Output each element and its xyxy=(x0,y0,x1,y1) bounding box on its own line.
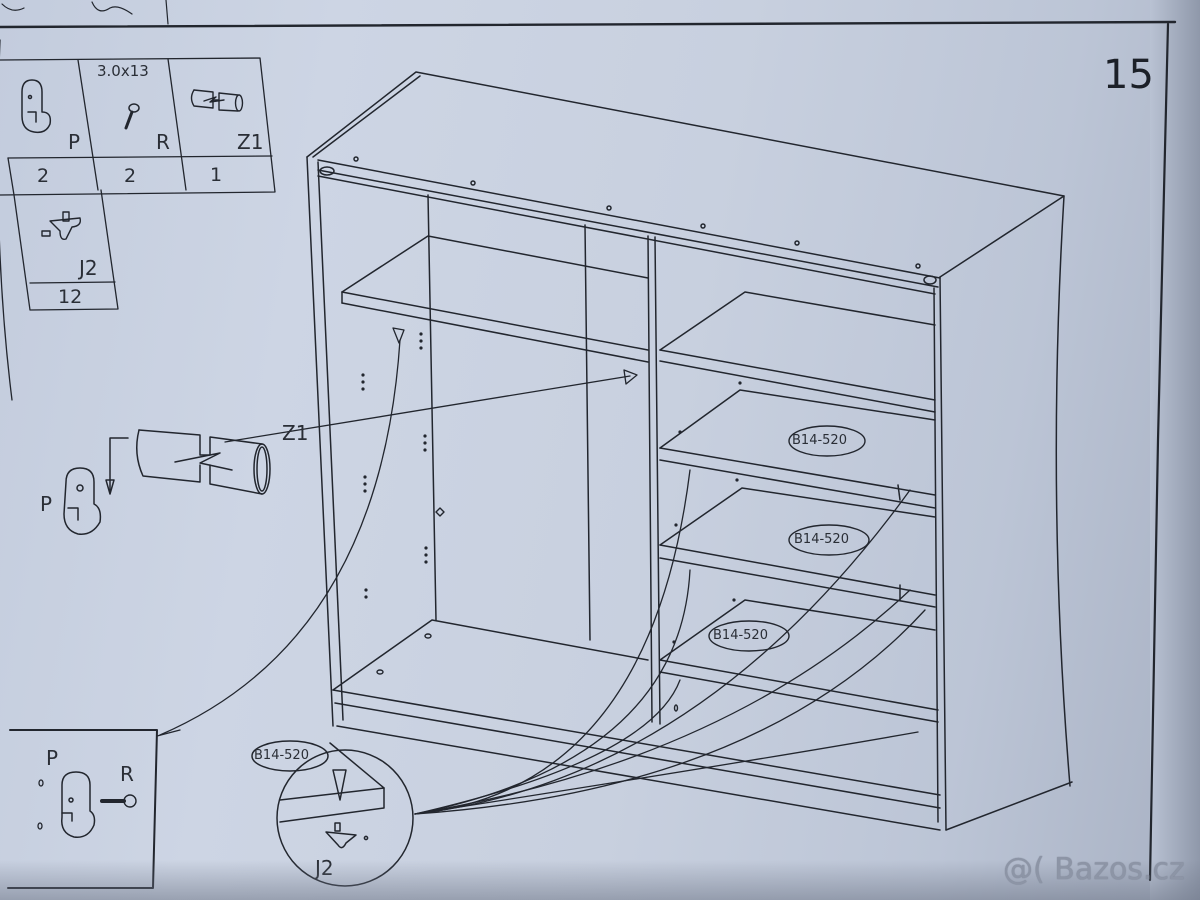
mount-hole xyxy=(38,779,44,787)
mount-hole xyxy=(37,822,43,830)
shelf-tag-3: B14-520 xyxy=(713,628,768,643)
mount-hook-label: P xyxy=(46,746,59,770)
shelf-tag-ellipse xyxy=(788,425,866,457)
shelf-tag-ellipse xyxy=(788,524,870,556)
shelf-tag-2: B14-520 xyxy=(794,532,849,547)
parts-table xyxy=(0,57,276,311)
part-code-p: P xyxy=(68,130,81,154)
hook-label: P xyxy=(40,492,53,516)
part-qty-j2: 12 xyxy=(58,286,83,308)
bottom-hole xyxy=(673,704,679,712)
rail-detail-callout xyxy=(63,429,271,535)
hook-icon xyxy=(61,771,96,838)
bottom-hole xyxy=(424,633,432,639)
watermark: @( Bazos.cz xyxy=(1003,852,1185,887)
screw-icon xyxy=(100,794,137,808)
shelf-support-pin-icon xyxy=(41,211,82,241)
part-qty-z1: 1 xyxy=(210,164,223,186)
detail-shelf-tag: B14-520 xyxy=(254,748,309,763)
previous-step-strip xyxy=(0,0,1177,29)
peg-holes xyxy=(361,332,742,644)
bottom-hole xyxy=(376,669,384,675)
page-border xyxy=(0,22,1170,882)
screw-size-label: 3.0x13 xyxy=(97,62,149,80)
cabinet-carcass xyxy=(306,71,1073,831)
shelf-tag-ellipse xyxy=(708,620,790,652)
shelf-support-pin-icon xyxy=(325,822,357,849)
part-code-j2: J2 xyxy=(79,256,98,280)
rail-label: Z1 xyxy=(282,421,309,445)
assembly-arrows xyxy=(159,327,926,815)
shelf-tag-1: B14-520 xyxy=(792,433,847,448)
screw-icon xyxy=(124,103,140,130)
part-qty-r: 2 xyxy=(124,165,137,187)
hook-icon xyxy=(21,79,52,134)
hook-mount-point xyxy=(435,507,445,517)
step-number: 15 xyxy=(1103,52,1154,98)
part-code-r: R xyxy=(156,130,170,154)
hook-icon xyxy=(63,467,102,535)
photo-shadow xyxy=(0,860,1200,900)
mount-screw-label: R xyxy=(120,762,134,786)
rail-tube-icon xyxy=(190,89,244,112)
part-qty-p: 2 xyxy=(37,165,50,187)
part-code-z1: Z1 xyxy=(237,130,264,154)
